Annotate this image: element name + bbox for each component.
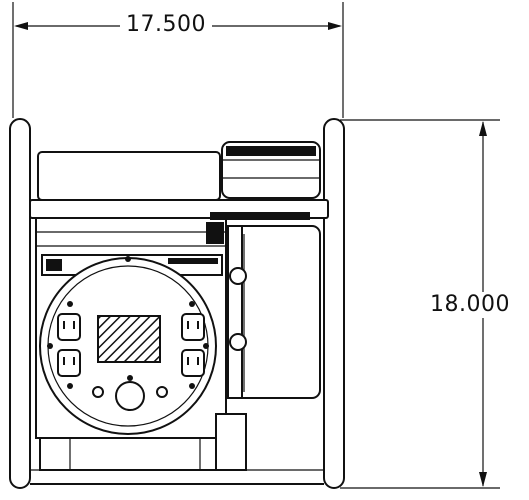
breaker-knob <box>115 381 145 411</box>
height-dimension-label: 18.000 <box>430 292 510 318</box>
receptacle-bottom-right <box>181 349 205 377</box>
arrow-down-icon <box>479 472 487 487</box>
frame-tube-right <box>323 118 345 489</box>
breaker-button-left <box>92 386 104 398</box>
receptacle-top-right <box>181 313 205 341</box>
arrow-up-icon <box>479 121 487 136</box>
engine-base <box>39 437 221 471</box>
width-dimension-label: 17.500 <box>120 14 212 36</box>
air-cleaner-cover <box>226 146 316 156</box>
fuel-tank <box>37 151 221 201</box>
muffler-bolt-top <box>229 267 247 285</box>
engine-fins <box>206 222 224 244</box>
height-dimension <box>340 119 500 489</box>
warning-strip <box>168 258 218 264</box>
frame-tube-left <box>9 118 31 489</box>
switch-icon <box>46 259 62 271</box>
hatched-panel <box>97 315 161 363</box>
arrow-left-icon <box>14 22 28 30</box>
oil-drain <box>215 413 247 471</box>
receptacle-top-left <box>57 313 81 341</box>
arrow-right-icon <box>328 22 342 30</box>
muffler-bolt-bottom <box>229 333 247 351</box>
breaker-button-right <box>156 386 168 398</box>
receptacle-bottom-left <box>57 349 81 377</box>
